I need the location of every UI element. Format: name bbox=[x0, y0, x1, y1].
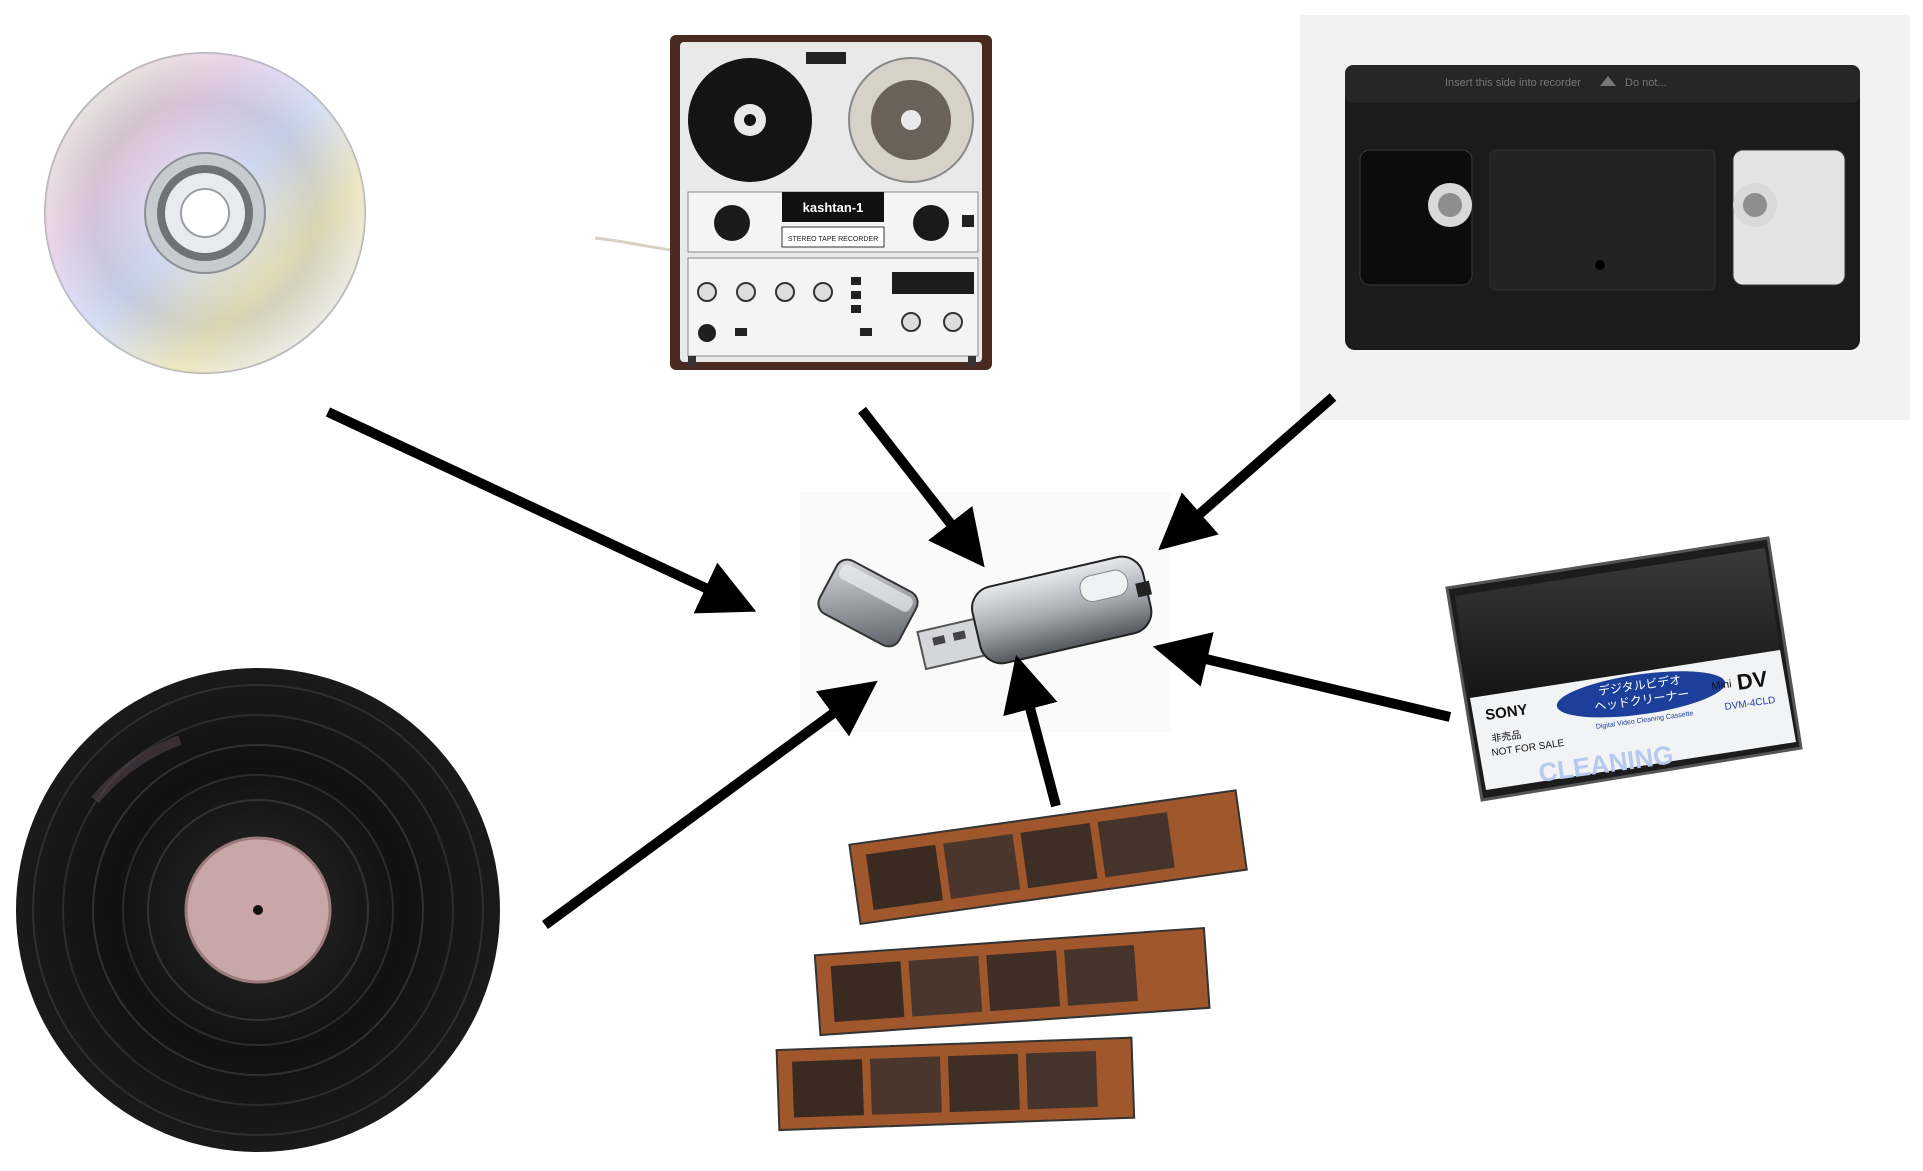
vhs-notice-text: Do not... bbox=[1625, 77, 1667, 89]
not-for-sale-jp-text: 非売品 bbox=[1491, 728, 1523, 745]
vhs-insert-text: Insert this side into recorder bbox=[1445, 77, 1581, 89]
recorder-brand: kashtan-1 bbox=[803, 200, 864, 215]
usb-cap bbox=[817, 558, 919, 648]
arrow-from-minidv bbox=[1152, 632, 1452, 722]
arrow-from-film bbox=[1003, 654, 1061, 808]
arrow-from-vinyl bbox=[542, 680, 878, 930]
mini-text: Mini bbox=[1711, 678, 1733, 693]
vhs-cassette: Insert this side into recorder Do not... bbox=[1300, 15, 1910, 420]
arrow-from-vhs bbox=[1158, 393, 1337, 551]
usb-stick bbox=[916, 555, 1153, 671]
recorder-subtitle: STEREO TAPE RECORDER bbox=[788, 236, 878, 243]
vinyl-record bbox=[16, 668, 500, 1152]
compact-disc bbox=[44, 52, 366, 374]
arrows bbox=[325, 393, 1452, 930]
arrow-from-reel bbox=[858, 406, 985, 568]
reel-to-reel-tape-recorder: kashtan-1 STEREO TAPE RECORDER bbox=[594, 35, 992, 370]
negative-film-strips bbox=[775, 789, 1248, 1132]
arrow-from-cd bbox=[325, 407, 757, 614]
dv-logo-text: DV bbox=[1735, 666, 1769, 695]
sony-logo-text: SONY bbox=[1484, 701, 1528, 724]
minidv-cleaning-cassette: SONY デジタルビデオ ヘッドクリーナー Digital Video Clea… bbox=[1445, 536, 1803, 802]
